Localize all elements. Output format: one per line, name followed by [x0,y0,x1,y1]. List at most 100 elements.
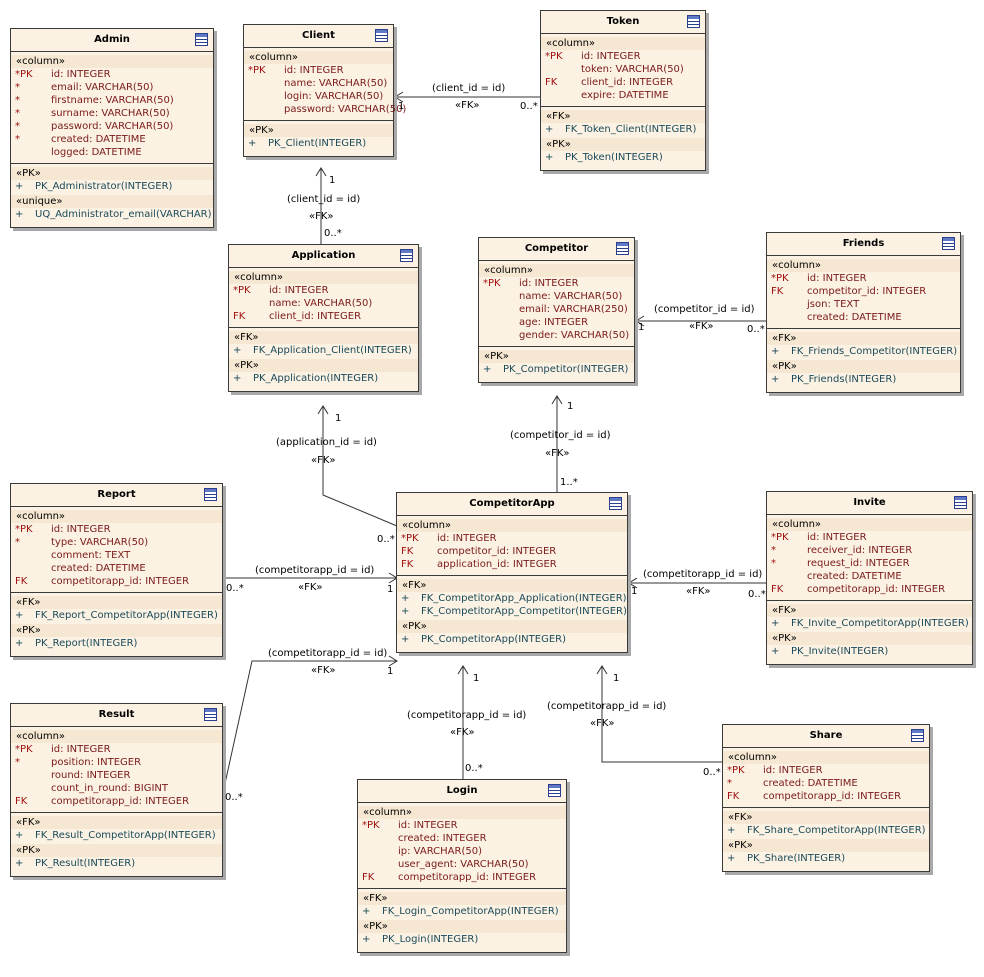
operation-row[interactable]: +PK_Report(INTEGER) [11,637,222,650]
operation-row[interactable]: +FK_Friends_Competitor(INTEGER) [767,345,960,358]
column-key-marker: * [15,757,20,768]
operation-row[interactable]: +FK_Result_CompetitorApp(INTEGER) [11,829,222,842]
column-row[interactable]: *receiver_id: INTEGER [767,544,972,557]
operation-row[interactable]: +PK_Administrator(INTEGER) [11,180,213,193]
operation-row[interactable]: +PK_Friends(INTEGER) [767,373,960,386]
column-row[interactable]: logged: DATETIME [11,146,213,159]
column-row[interactable]: name: VARCHAR(50) [479,290,634,303]
column-row[interactable]: name: VARCHAR(50) [244,77,393,90]
column-row[interactable]: *created: DATETIME [723,777,929,790]
operation-row[interactable]: +PK_Competitor(INTEGER) [479,363,634,376]
column-row[interactable]: *firstname: VARCHAR(50) [11,94,213,107]
column-row[interactable]: created: DATETIME [767,570,972,583]
operation-row[interactable]: +FK_Invite_CompetitorApp(INTEGER) [767,617,972,630]
column-row[interactable]: *request_id: INTEGER [767,557,972,570]
column-row[interactable]: gender: VARCHAR(50) [479,329,634,342]
column-row[interactable]: ip: VARCHAR(50) [358,845,566,858]
operation-row[interactable]: +FK_Token_Client(INTEGER) [541,123,705,136]
column-row[interactable]: expire: DATETIME [541,89,705,102]
operation-row[interactable]: +PK_Token(INTEGER) [541,151,705,164]
column-row[interactable]: *created: DATETIME [11,133,213,146]
operation-row[interactable]: +FK_Share_CompetitorApp(INTEGER) [723,824,929,837]
column-row[interactable]: *position: INTEGER [11,756,222,769]
rel-token-client-condition: (client_id = id) [432,83,506,94]
operation-stereotype-header: «FK» [229,331,418,344]
operation-row[interactable]: +PK_Application(INTEGER) [229,372,418,385]
column-row[interactable]: token: VARCHAR(50) [541,63,705,76]
operation-stereotype-header: «PK» [244,124,393,137]
column-definition: created: DATETIME [807,571,902,582]
column-row[interactable]: password: VARCHAR(50) [244,103,406,116]
operation-row[interactable]: +PK_CompetitorApp(INTEGER) [397,633,627,646]
column-row[interactable]: *type: VARCHAR(50) [11,536,222,549]
column-row[interactable]: user_agent: VARCHAR(50) [358,858,566,871]
operation-stereotype-header: «FK» [397,579,627,592]
operation-row[interactable]: +PK_Invite(INTEGER) [767,645,972,658]
rel-competitorapp-competitor-condition: (competitor_id = id) [510,430,611,441]
column-row[interactable]: email: VARCHAR(250) [479,303,634,316]
column-row[interactable]: count_in_round: BIGINT [11,782,222,795]
column-row[interactable]: name: VARCHAR(50) [229,297,418,310]
operation-row[interactable]: +FK_CompetitorApp_Competitor(INTEGER) [397,605,627,618]
column-row[interactable]: *email: VARCHAR(50) [11,81,213,94]
operation-row[interactable]: +PK_Login(INTEGER) [358,933,566,946]
operation-row[interactable]: +FK_Application_Client(INTEGER) [229,344,418,357]
rel-competitorapp-competitor-many: 1..* [560,477,578,488]
column-row[interactable]: json: TEXT [767,298,960,311]
operation-row[interactable]: +PK_Client(INTEGER) [244,137,393,150]
column-row[interactable]: *password: VARCHAR(50) [11,120,213,133]
column-row[interactable]: created: DATETIME [11,562,222,575]
column-definition: login: VARCHAR(50) [284,91,384,102]
operation-row[interactable]: +FK_CompetitorApp_Application(INTEGER) [397,592,627,605]
operation-row[interactable]: +UQ_Administrator_email(VARCHAR) [11,208,213,221]
column-row[interactable]: round: INTEGER [11,769,222,782]
column-row[interactable]: created: INTEGER [358,832,566,845]
operation-row[interactable]: +FK_Report_CompetitorApp(INTEGER) [11,609,222,622]
column-row[interactable]: created: DATETIME [767,311,960,324]
column-row[interactable]: comment: TEXT [11,549,222,562]
visibility-marker: + [771,646,780,657]
column-row[interactable]: age: INTEGER [479,316,634,329]
operation-row[interactable]: +FK_Login_CompetitorApp(INTEGER) [358,905,566,918]
column-row[interactable]: *surname: VARCHAR(50) [11,107,213,120]
operation-row[interactable]: +PK_Share(INTEGER) [723,852,929,865]
operation-row[interactable]: +PK_Result(INTEGER) [11,857,222,870]
column-key-marker: * [15,121,20,132]
column-row[interactable]: login: VARCHAR(50) [244,90,393,103]
